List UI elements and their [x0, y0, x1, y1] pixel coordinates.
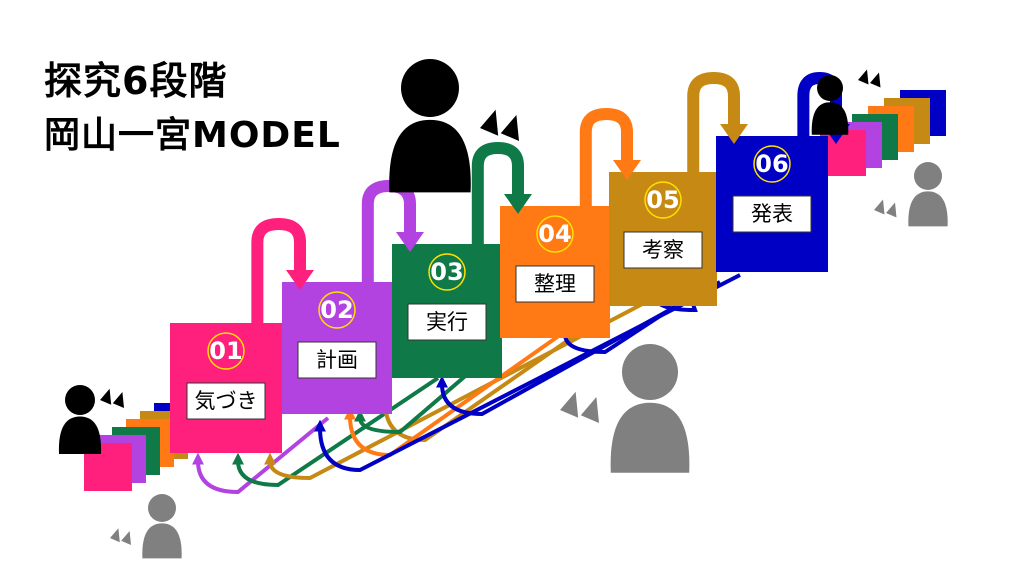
return-path-03-1	[232, 376, 440, 488]
step-label: 実行	[426, 310, 468, 334]
speech-tick	[858, 69, 869, 85]
speech-tick	[500, 115, 519, 141]
person-body	[58, 416, 102, 454]
title-line-2: 岡山一宮MODEL	[44, 115, 341, 156]
person-body	[389, 119, 471, 193]
transition-arrowhead-03	[504, 194, 532, 214]
step-number-ring	[428, 253, 466, 291]
speech-tick	[110, 528, 120, 543]
step-label-box	[623, 231, 703, 269]
step-number: 01	[209, 337, 242, 365]
speech-tick	[886, 202, 897, 218]
person-head	[65, 385, 95, 415]
color-stack-right	[820, 90, 946, 176]
speech-tick	[870, 72, 881, 88]
speech-ticks-right	[874, 199, 897, 218]
step-number-ring	[644, 181, 682, 219]
title-line-1: 探究6段階	[44, 59, 228, 103]
person-body	[908, 191, 948, 227]
person-head	[401, 59, 459, 117]
person-head	[148, 494, 176, 522]
step-number: 02	[320, 296, 353, 324]
step-box-05: 05 考察	[609, 172, 717, 306]
person-body	[610, 402, 690, 473]
return-path-03-5	[354, 370, 472, 435]
transition-arrowhead-01	[286, 270, 314, 290]
person-figure-bottom-left-top	[58, 385, 102, 454]
step-label-box	[515, 265, 595, 303]
step-label-box	[732, 195, 812, 233]
transition-arrowhead-05	[720, 124, 748, 144]
speech-tick	[874, 199, 885, 215]
transition-arrow-01	[251, 217, 306, 325]
return-path-05-2	[264, 298, 651, 481]
step-number-ring	[318, 291, 356, 329]
step-label-box	[407, 303, 487, 341]
step-box-02: 02 計画	[282, 282, 392, 414]
step-label: 考察	[642, 238, 684, 262]
step-box-03: 03 実行	[392, 244, 502, 378]
speech-tick	[480, 109, 499, 136]
step-boxes: 01 気づき 02 計画 03 実行 04 整理 05 考察 06 発表	[170, 136, 828, 453]
speech-tick	[121, 531, 131, 545]
step-number: 04	[538, 220, 571, 248]
speech-ticks-bottom-left-top	[100, 388, 124, 408]
speech-ticks-middle	[560, 391, 599, 423]
step-label: 気づき	[195, 389, 258, 413]
step-number-ring	[753, 145, 791, 183]
step-box-01: 01 気づき	[170, 323, 282, 453]
step-box-06: 06 発表	[716, 136, 828, 272]
transition-arrow-05	[687, 71, 740, 174]
speech-tick	[580, 397, 599, 423]
step-number-ring	[536, 215, 574, 253]
step-label: 整理	[534, 272, 576, 296]
person-body	[811, 102, 849, 135]
person-figure-top	[389, 59, 471, 193]
step-label: 発表	[751, 202, 793, 226]
person-figure-right	[908, 162, 948, 227]
speech-tick	[560, 391, 579, 418]
step-number: 03	[430, 258, 463, 286]
return-path-06-7	[436, 280, 721, 417]
return-path-02-0	[192, 416, 330, 495]
speech-tick	[100, 388, 112, 405]
person-head	[817, 75, 843, 101]
step-label-box	[297, 341, 377, 379]
speech-ticks-top	[480, 109, 519, 141]
person-figure-middle	[610, 344, 690, 473]
transition-arrowhead-02	[396, 232, 424, 252]
step-label: 計画	[316, 348, 358, 372]
step-number-ring	[207, 332, 245, 370]
speech-tick	[112, 392, 124, 408]
person-head	[914, 162, 942, 190]
person-figure-top-right	[811, 75, 849, 135]
person-head	[622, 344, 678, 400]
step-label-box	[186, 382, 266, 420]
transition-arrow-04	[579, 107, 633, 208]
speech-ticks-bottom-left	[110, 528, 131, 545]
person-figure-bottom-left	[142, 494, 182, 559]
person-body	[142, 523, 182, 559]
step-number: 05	[646, 186, 679, 214]
transition-arrow-03	[471, 141, 524, 246]
person-figures	[58, 59, 948, 559]
step-box-04: 04 整理	[500, 206, 610, 338]
step-transition-arrows	[251, 71, 850, 325]
step-number: 06	[755, 150, 788, 178]
transition-arrowhead-04	[613, 160, 641, 180]
speech-ticks-top-right	[858, 69, 881, 88]
transition-arrow-02	[361, 179, 416, 284]
return-path-06-6	[314, 273, 741, 473]
